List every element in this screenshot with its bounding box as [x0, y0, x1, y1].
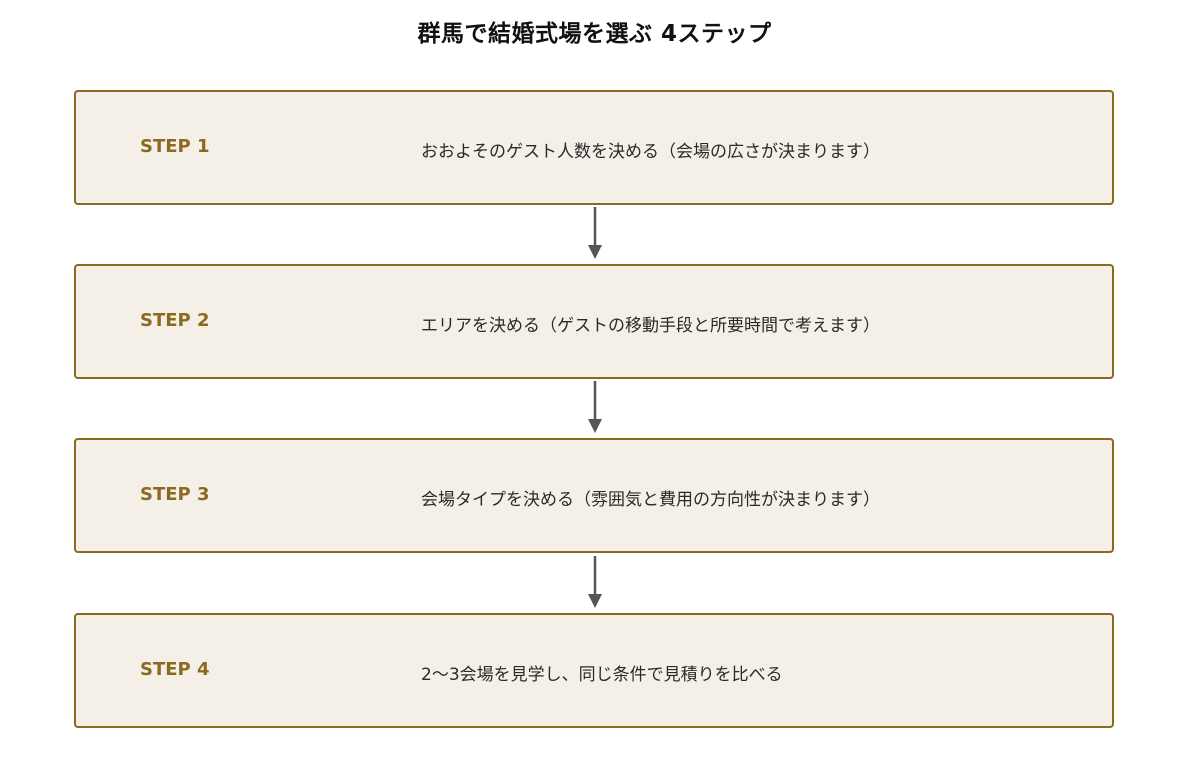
step-box-1: STEP 1 おおよそのゲスト人数を決める（会場の広さが決まります） [74, 90, 1114, 205]
arrow-down-icon [588, 556, 602, 608]
step-text-4: 2〜3会場を見学し、同じ条件で見積りを比べる [421, 665, 783, 685]
arrow-down-icon [588, 207, 602, 259]
step-text-3: 会場タイプを決める（雰囲気と費用の方向性が決まります） [421, 490, 880, 510]
step-text-1: おおよそのゲスト人数を決める（会場の広さが決まります） [421, 142, 880, 162]
diagram-title: 群馬で結婚式場を選ぶ 4ステップ [417, 21, 772, 47]
step-label-3: STEP 3 [140, 484, 210, 505]
step-label-2: STEP 2 [140, 310, 210, 331]
arrow-down-icon [588, 381, 602, 433]
step-label-4: STEP 4 [140, 659, 210, 680]
step-text-2: エリアを決める（ゲストの移動手段と所要時間で考えます） [421, 316, 880, 336]
step-label-1: STEP 1 [140, 136, 210, 157]
step-box-2: STEP 2 エリアを決める（ゲストの移動手段と所要時間で考えます） [74, 264, 1114, 379]
step-box-3: STEP 3 会場タイプを決める（雰囲気と費用の方向性が決まります） [74, 438, 1114, 553]
step-box-4: STEP 4 2〜3会場を見学し、同じ条件で見積りを比べる [74, 613, 1114, 728]
